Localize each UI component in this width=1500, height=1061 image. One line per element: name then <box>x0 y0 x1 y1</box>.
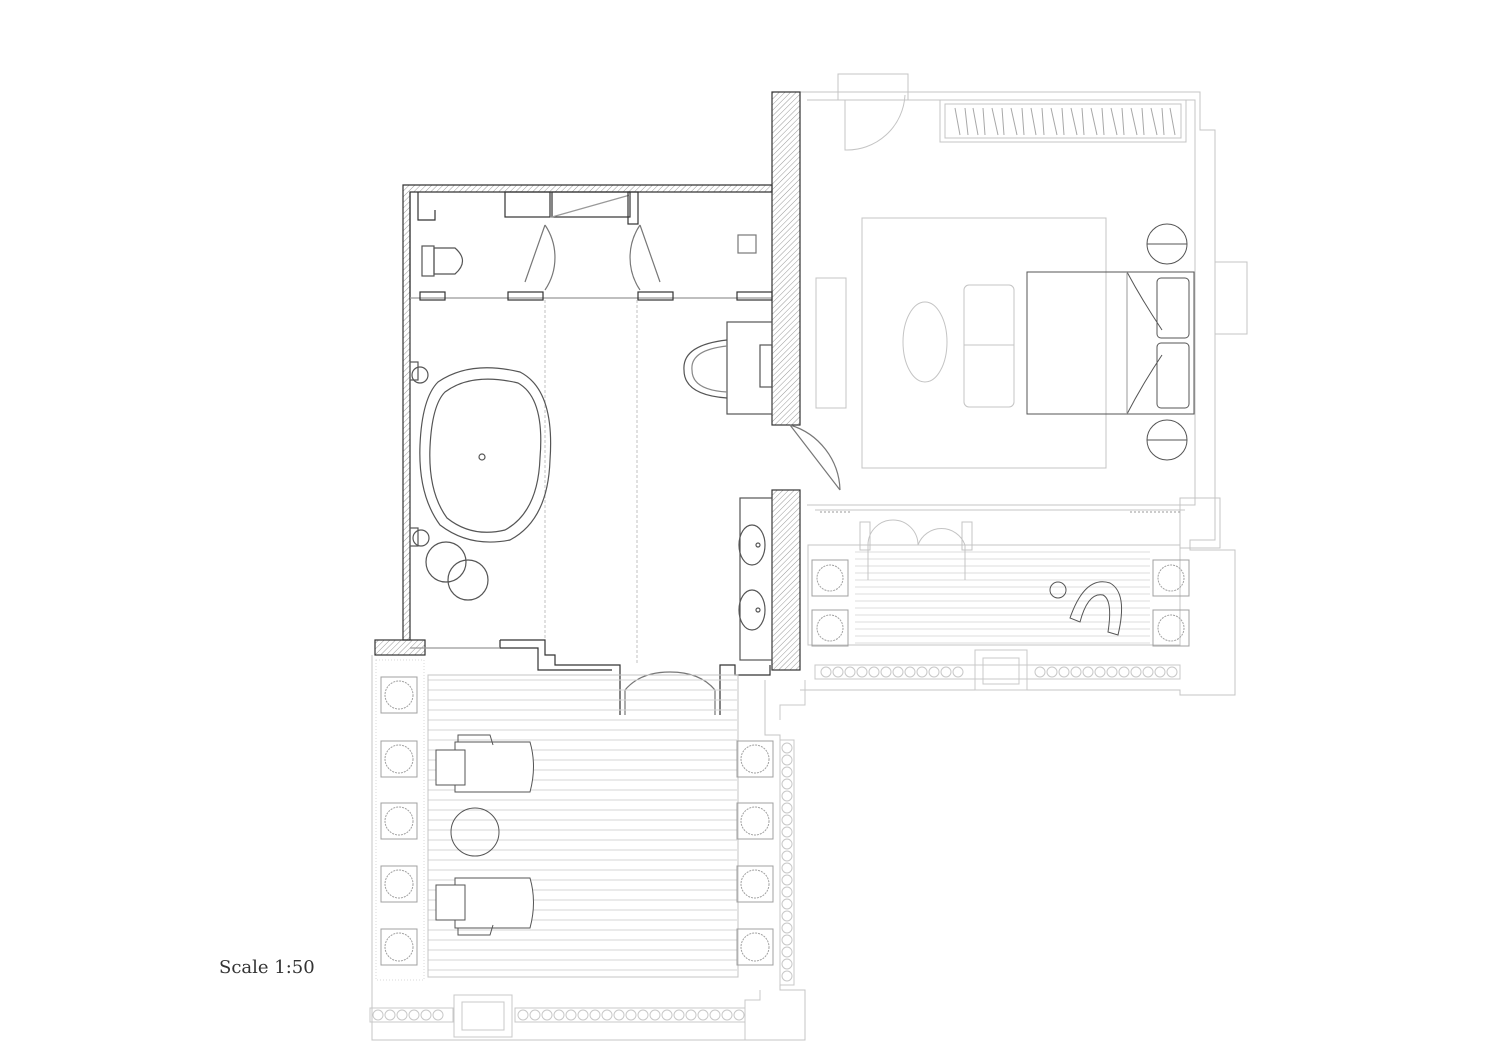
lounge-chair <box>1049 581 1123 636</box>
oval-table <box>902 301 948 383</box>
stool-1 <box>425 541 467 583</box>
bathroom <box>374 91 841 715</box>
tv-console <box>815 277 847 409</box>
bathtub <box>419 367 552 543</box>
deck-boards <box>855 551 1150 644</box>
bed <box>1026 271 1195 415</box>
terrace-railing <box>369 680 806 1040</box>
planters-terrace-right <box>736 740 774 966</box>
bathroom-terrace <box>369 655 806 1041</box>
planters-bedroom-balcony <box>811 559 1190 647</box>
bench <box>963 284 1015 408</box>
bedroom <box>800 73 1248 696</box>
nightstands <box>1146 223 1188 461</box>
dressing-table <box>683 321 773 415</box>
sun-lounger-2 <box>435 877 534 936</box>
railing <box>814 649 1181 691</box>
scale-label: Scale 1:50 <box>219 957 315 978</box>
shower-drain <box>737 234 757 254</box>
bedroom-balcony <box>807 519 1190 691</box>
sun-lounger-1 <box>435 734 534 793</box>
planters-terrace-left <box>380 676 418 966</box>
wardrobe-hangers <box>954 107 1176 136</box>
stool-2 <box>447 559 489 601</box>
toilet <box>421 245 464 277</box>
side-table <box>450 807 500 857</box>
rug <box>861 217 1107 469</box>
double-sink <box>738 497 773 661</box>
